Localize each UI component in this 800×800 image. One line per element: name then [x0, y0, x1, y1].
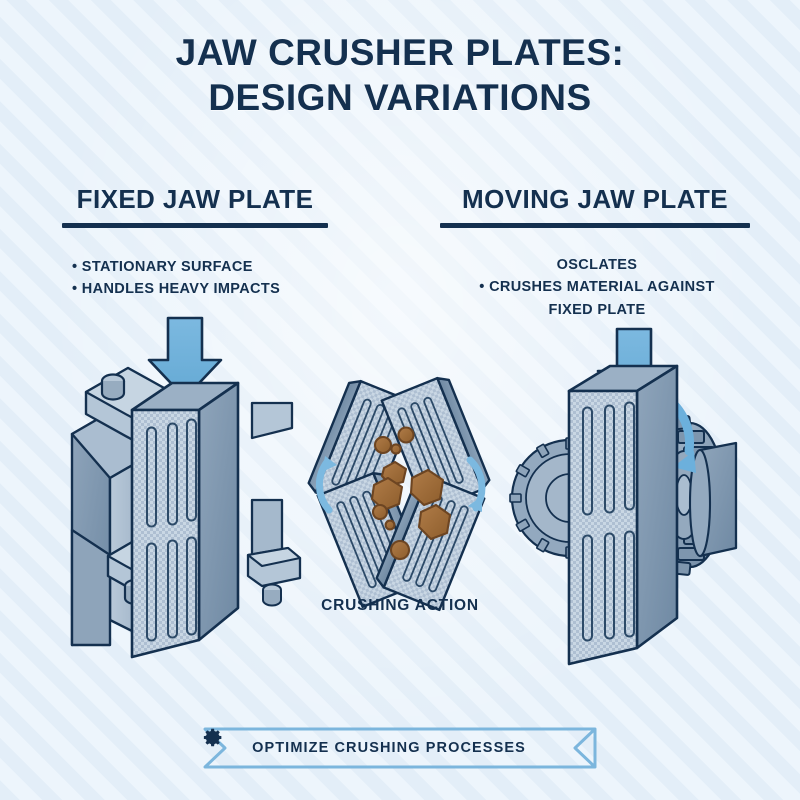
moving-heading-underline	[440, 223, 750, 228]
list-item: OSCLATES	[556, 257, 638, 273]
moving-jaw-plate-illustration	[509, 364, 738, 666]
list-item: • HANDLES HEAVY IMPACTS	[72, 281, 281, 298]
pulley-block	[688, 441, 738, 558]
page-title: JAW CRUSHER PLATES: DESIGN VARIATIONS	[0, 30, 800, 120]
down-arrow-icon-fixed	[147, 316, 223, 400]
list-item: • CRUSHES MATERIAL AGAINST	[479, 279, 715, 296]
moving-heading-text: MOVING JAW PLATE	[462, 184, 728, 214]
list-item: • STATIONARY SURFACE	[72, 259, 253, 275]
title-line-1: JAW CRUSHER PLATES:	[175, 32, 625, 73]
fixed-bullet-list: • STATIONARY SURFACE • HANDLES HEAVY IMP…	[72, 256, 352, 301]
moving-bullet-list: OSCLATES • CRUSHES MATERIAL AGAINST FIXE…	[452, 254, 742, 321]
curved-rotation-arrow-left-head	[322, 456, 337, 472]
list-item: FIXED PLATE	[548, 301, 646, 318]
fixed-column-heading: FIXED JAW PLATE	[62, 184, 328, 228]
crushing-action-caption: CRUSHING ACTION	[321, 597, 479, 614]
footer-label: OPTIMIZE CRUSHING PROCESSES	[252, 740, 526, 756]
curved-rotation-arrow-moving-head	[673, 451, 696, 473]
crushing-action-illustration	[307, 376, 491, 612]
fixed-heading-text: FIXED JAW PLATE	[76, 184, 314, 214]
curved-rotation-arrow-right-head	[468, 496, 482, 512]
fixed-heading-underline	[62, 223, 328, 228]
ribbon-shape	[203, 727, 597, 769]
footer-ribbon[interactable]: OPTIMIZE CRUSHING PROCESSES	[203, 727, 597, 769]
moving-column-heading: MOVING JAW PLATE	[440, 184, 750, 228]
title-line-2: DESIGN VARIATIONS	[208, 77, 592, 119]
fixed-jaw-plate-illustration	[70, 366, 302, 659]
